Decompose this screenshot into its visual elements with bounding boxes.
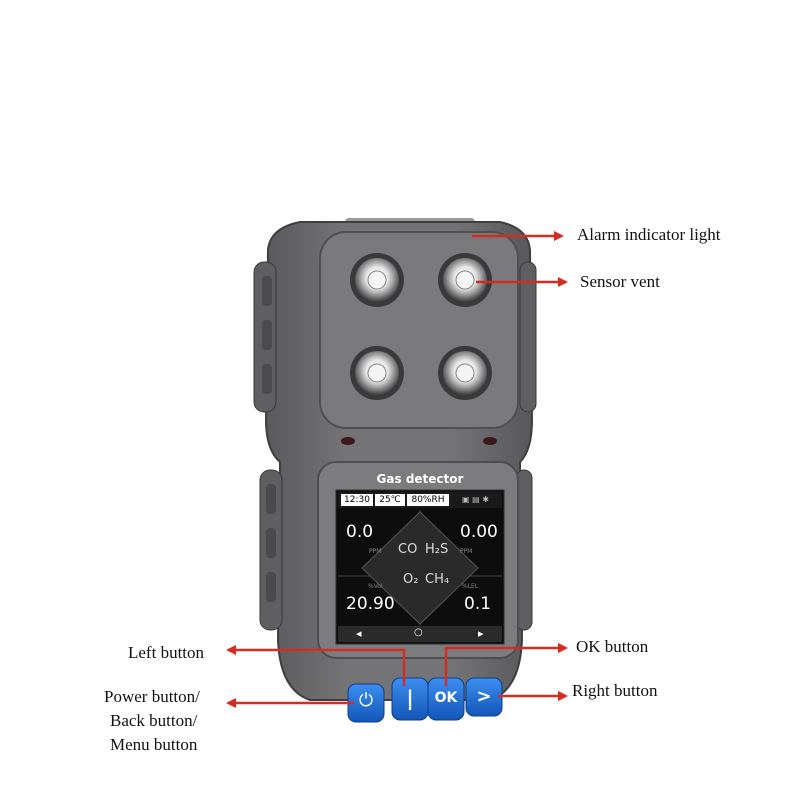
callout-power-button-line1: Power button/ [104, 687, 200, 706]
reading-ch4-unit: %LEL [462, 583, 479, 590]
sensor-vent-bottom-left [350, 346, 404, 400]
callout-power-button-line2: Back button/ [110, 711, 198, 730]
center-diamond [361, 511, 479, 625]
sensor-vent-top-right [438, 253, 492, 307]
callout-ok-button: OK button [576, 637, 649, 656]
status-icons: ▣ ▤ ✱ [462, 495, 489, 504]
alarm-led-right [483, 437, 497, 445]
reading-o2-unit: %Vol [368, 583, 383, 590]
nav-left-icon: ◂ [356, 627, 362, 640]
reading-ch4-value: 0.1 [464, 594, 492, 614]
alarm-led-left [341, 437, 355, 445]
sensor-plate [319, 231, 519, 429]
callout-right-button: Right button [572, 681, 658, 700]
ok-button-label: OK [434, 690, 458, 706]
right-button-glyph: > [476, 686, 492, 707]
status-humidity: 80%RH [411, 495, 445, 505]
status-time: 12:30 [344, 495, 370, 505]
reading-co-unit: PPM [369, 548, 382, 555]
sensor-vent-bottom-right [438, 346, 492, 400]
reading-o2-value: 20.90 [346, 594, 395, 614]
device-label: Gas detector [376, 472, 464, 486]
callout-left-button: Left button [128, 643, 205, 662]
callout-alarm-light: Alarm indicator light [577, 225, 721, 244]
gas-label-h2s: H₂S [425, 542, 449, 557]
gas-label-o2: O₂ [403, 572, 419, 587]
screen-nav-bar [338, 626, 502, 642]
nav-right-icon: ▸ [478, 627, 484, 640]
sensor-vent-top-left [350, 253, 404, 307]
left-button-glyph: | [406, 686, 414, 710]
reading-co-value: 0.0 [346, 522, 374, 542]
callout-sensor-vent: Sensor vent [580, 272, 660, 291]
status-temp: 25℃ [379, 495, 401, 505]
right-grip-upper [519, 261, 537, 413]
power-icon: ⏻ [358, 690, 374, 711]
reading-h2s-unit: PPM [460, 548, 473, 555]
nav-center-icon: ○ [414, 627, 423, 638]
reading-h2s-value: 0.00 [460, 522, 498, 542]
gas-label-ch4: CH₄ [425, 572, 450, 587]
callout-power-button-line3: Menu button [110, 735, 198, 754]
gas-label-co: CO [398, 542, 418, 557]
